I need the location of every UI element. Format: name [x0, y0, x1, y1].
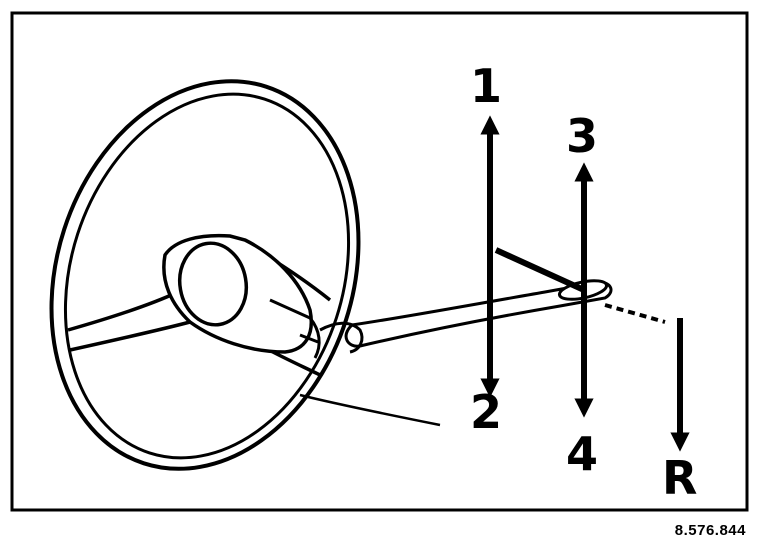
steering-wheel-rim-outer: [49, 79, 361, 471]
steering-wheel: [49, 79, 441, 471]
steering-wheel-spoke-left: [67, 290, 191, 352]
gear-label-4: 4: [566, 427, 598, 481]
steering-column-shroud: [269, 298, 321, 359]
diagram-frame: [10, 11, 749, 512]
lever-base: [319, 321, 364, 354]
steering-column: [299, 393, 441, 427]
steering-wheel-rim-inner: [63, 92, 351, 460]
horn-pad: [177, 241, 249, 327]
reference-number: 8.576.844: [674, 522, 746, 539]
reverse-gate-dotted-line: [604, 303, 666, 324]
gear-pattern: [480, 115, 690, 452]
gate-connector: [494, 247, 586, 293]
gear-label-2: 2: [470, 385, 502, 439]
gear-label-1: 1: [470, 59, 502, 113]
gear-label-r: R: [662, 451, 697, 505]
gear-label-3: 3: [566, 109, 598, 163]
